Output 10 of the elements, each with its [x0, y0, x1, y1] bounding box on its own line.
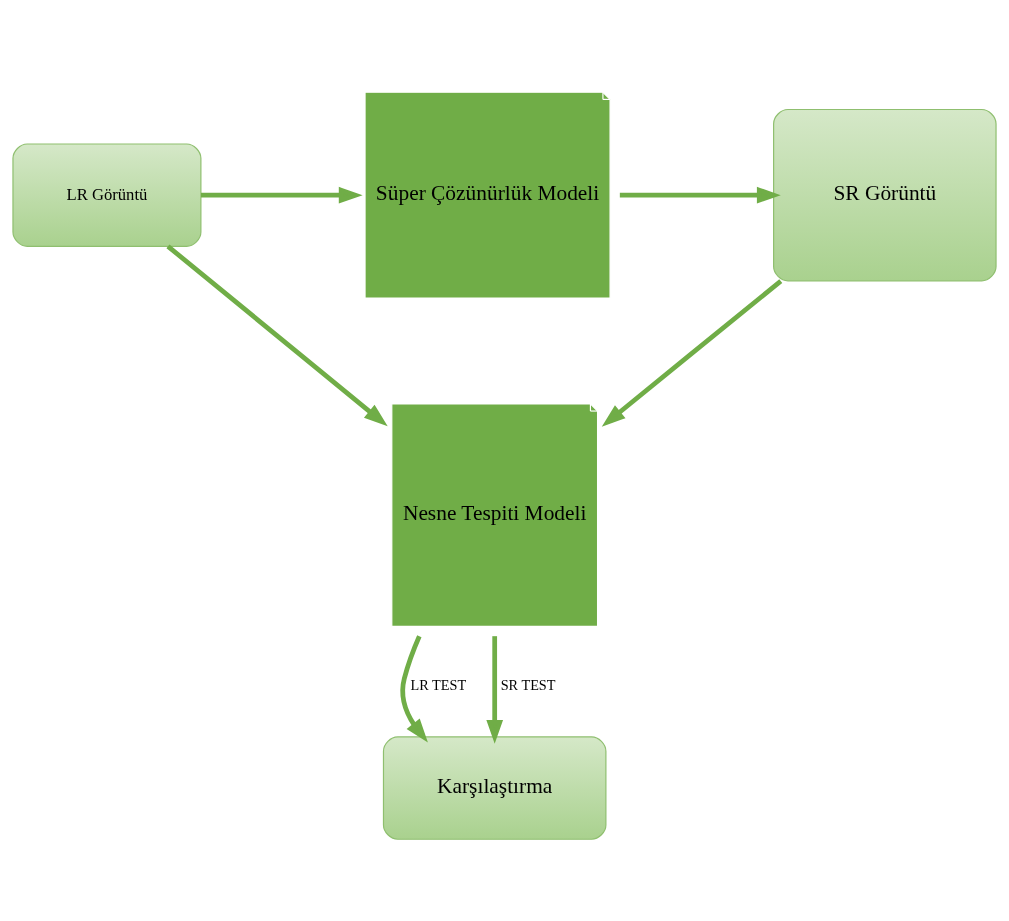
- node-box: LR Görüntü: [12, 142, 202, 247]
- arrow: [166, 244, 388, 426]
- edge-label: LR TEST: [410, 676, 466, 693]
- node-box: SR Görüntü: [773, 108, 997, 281]
- arrow: [400, 634, 428, 743]
- arrow: [200, 186, 363, 203]
- arrow: [619, 186, 781, 203]
- edge-label: SR TEST: [500, 676, 556, 693]
- arrow: [486, 635, 504, 744]
- node-box: Karşılaştırma: [382, 735, 607, 840]
